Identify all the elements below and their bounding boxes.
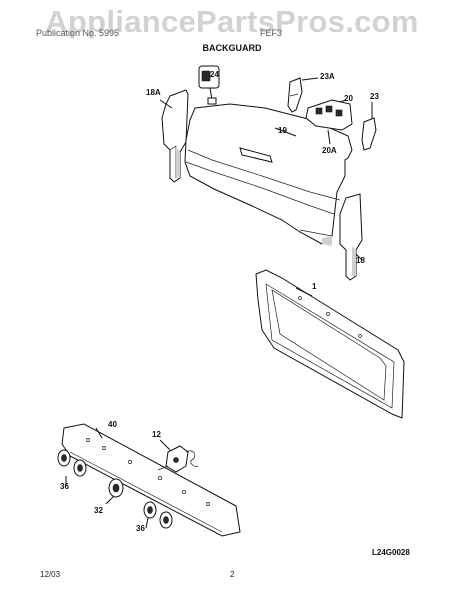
callout-12: 12 bbox=[152, 430, 161, 439]
part-23-bracket-right bbox=[361, 102, 377, 151]
callout-18: 18 bbox=[356, 256, 365, 265]
part-1-back-panel bbox=[255, 269, 405, 419]
watermark: AppliancePartsPros.com bbox=[45, 4, 419, 39]
knob-32 bbox=[105, 478, 124, 505]
drawing-code: L24G0028 bbox=[372, 548, 410, 557]
callout-19: 19 bbox=[278, 126, 287, 135]
part-23a-bracket bbox=[287, 77, 319, 113]
callout-20a: 20A bbox=[322, 146, 337, 155]
part-20-control-board bbox=[305, 99, 353, 145]
part-40-manifold-panel bbox=[61, 423, 241, 537]
callout-36-left: 36 bbox=[60, 482, 69, 491]
part-19-backguard-panel bbox=[184, 103, 353, 246]
callout-1: 1 bbox=[312, 282, 317, 291]
publication-number: Publication No. 5995 bbox=[36, 28, 120, 38]
part-12-switch bbox=[157, 439, 199, 473]
footer-date: 12/03 bbox=[40, 570, 61, 579]
callout-23: 23 bbox=[370, 92, 379, 101]
knobs-36-left-group bbox=[57, 449, 87, 486]
callout-18a: 18A bbox=[146, 88, 161, 97]
part-18-right-end-cap bbox=[339, 193, 363, 281]
footer-page-number: 2 bbox=[230, 570, 235, 579]
part-18a-left-end-cap bbox=[159, 89, 189, 183]
part-24-timer-knob bbox=[198, 65, 220, 105]
callout-40: 40 bbox=[108, 420, 117, 429]
callout-24: 24 bbox=[210, 70, 219, 79]
model-number: FEF3 bbox=[260, 28, 283, 38]
callout-20: 20 bbox=[344, 94, 353, 103]
callout-32: 32 bbox=[94, 506, 103, 515]
callout-23a: 23A bbox=[320, 72, 335, 81]
section-title: BACKGUARD bbox=[202, 43, 262, 53]
knobs-36-right-group bbox=[143, 501, 173, 529]
callout-36-right: 36 bbox=[136, 524, 145, 533]
